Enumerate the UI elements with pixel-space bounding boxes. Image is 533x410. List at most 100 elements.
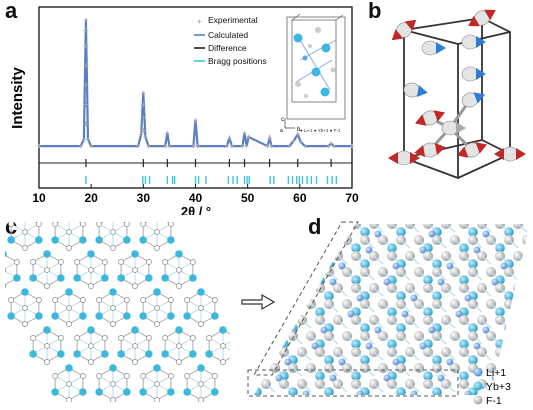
yb-atom: [131, 250, 139, 258]
experimental-point: [146, 144, 151, 149]
bond: [373, 383, 384, 393]
spin-arrowhead: [473, 92, 486, 104]
bond: [301, 224, 312, 233]
yb-atom: [189, 274, 197, 282]
f-atom: [52, 297, 59, 303]
bond: [337, 255, 348, 265]
x-tick-label: 70: [345, 191, 359, 205]
bond: [508, 271, 519, 281]
yb-atom: [324, 227, 334, 237]
spin-arrowhead: [516, 148, 526, 160]
f-atom: [8, 222, 15, 227]
yb-atom: [183, 388, 191, 396]
legend-yb: Yb+3: [486, 381, 511, 393]
yb-atom: [288, 291, 298, 301]
f-atom: [243, 251, 253, 261]
li-atom: [410, 294, 418, 302]
bond: [481, 224, 492, 233]
f-atom: [154, 397, 160, 402]
bond: [328, 239, 339, 249]
experimental-point: [83, 82, 89, 88]
f-atom: [324, 235, 334, 245]
panel-d-label: d: [308, 214, 322, 239]
f-atom: [522, 299, 530, 309]
li-atom: [374, 326, 382, 334]
f-atom: [270, 235, 280, 245]
x-tick-label: 20: [84, 191, 98, 205]
f-atom: [123, 373, 130, 379]
bond: [418, 271, 429, 281]
f-atom: [96, 222, 103, 227]
f-atom: [176, 359, 182, 365]
f-atom: [66, 321, 72, 327]
bond: [427, 224, 438, 233]
f-atom: [211, 297, 218, 303]
ion-sphere: [501, 146, 519, 162]
bond: [418, 239, 429, 249]
bond: [526, 271, 530, 281]
yb-atom: [57, 274, 65, 282]
bond: [472, 239, 483, 249]
li-atom: [257, 246, 265, 254]
f-atom: [88, 267, 94, 273]
bond: [391, 287, 402, 297]
li-atom: [284, 358, 292, 366]
yb-atom: [254, 227, 262, 237]
ion-sphere: [441, 120, 459, 136]
f-atom: [198, 305, 204, 311]
li-atom: [464, 294, 472, 302]
bond: [265, 383, 276, 393]
bond: [382, 367, 393, 377]
ion-sphere: [461, 66, 479, 82]
f-atom: [279, 283, 289, 293]
x-tick-label: 50: [241, 191, 255, 205]
bond: [517, 351, 528, 361]
bond: [364, 303, 375, 313]
li-atom: [302, 294, 310, 302]
bond: [254, 255, 258, 265]
bond: [418, 303, 429, 313]
bond: [427, 351, 438, 361]
f-atom: [79, 297, 86, 303]
yb-atom: [324, 259, 334, 269]
bond: [463, 319, 474, 329]
f-atom: [118, 259, 125, 265]
f-atom: [261, 224, 271, 229]
bond: [337, 287, 348, 297]
f-atom: [297, 251, 307, 261]
experimental-point: [83, 121, 89, 127]
li-atom: [257, 342, 265, 350]
bond: [337, 351, 348, 361]
bond: [445, 255, 456, 265]
yb-atom: [95, 388, 103, 396]
bond: [292, 239, 303, 249]
bond: [283, 351, 294, 361]
experimental-point: [83, 63, 89, 68]
f-atom: [66, 245, 72, 251]
spin-arrowhead: [434, 143, 446, 155]
f-atom: [66, 381, 72, 387]
bond: [526, 303, 530, 313]
panel-c-lattice: [5, 222, 230, 402]
yb-atom: [279, 243, 289, 253]
yb-atom: [139, 236, 147, 244]
yb-atom: [131, 326, 139, 334]
spin-arrow: [388, 150, 420, 166]
bond: [391, 224, 402, 233]
f-atom: [270, 331, 280, 341]
bond: [328, 271, 339, 281]
experimental-point: [350, 144, 354, 149]
spin-arrowhead: [456, 122, 466, 134]
yb-atom: [51, 388, 59, 396]
bond: [256, 335, 267, 345]
f-atom: [270, 299, 280, 309]
yb-atom: [87, 250, 95, 258]
f-atom: [261, 283, 271, 293]
bond: [265, 224, 276, 233]
li-atom: [356, 390, 364, 395]
spin-arrowhead: [468, 15, 480, 27]
bond: [436, 367, 447, 377]
spin-arrow: [414, 142, 446, 158]
bond: [301, 319, 312, 329]
f-atom: [279, 251, 289, 261]
